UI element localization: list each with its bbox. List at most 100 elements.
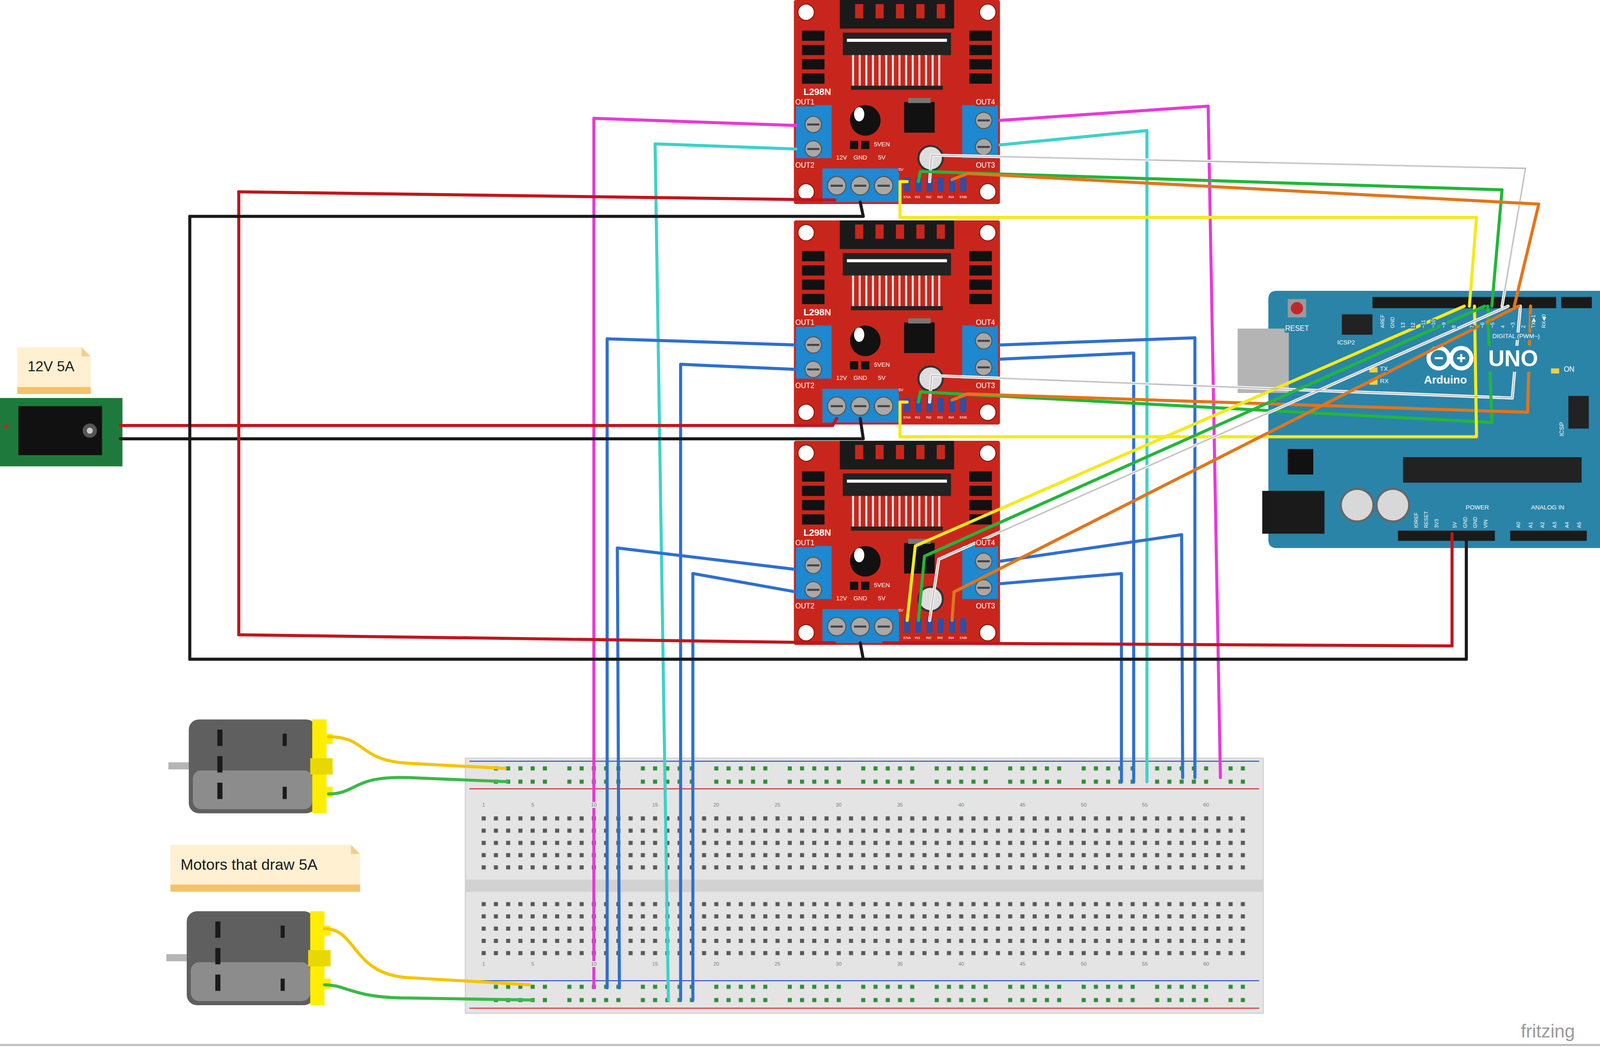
pin-label: ENB (959, 635, 968, 640)
column-number: 30 (835, 801, 842, 808)
wires (324, 928, 530, 985)
pin-label: 5V (877, 154, 886, 161)
note-fold (351, 844, 361, 854)
pin-label: 5V (898, 607, 905, 613)
arduino-uno (1510, 530, 1587, 541)
wires (238, 634, 835, 643)
board-name: L298N (803, 86, 832, 98)
column-number: 10 (590, 801, 597, 808)
column-number: 5 (530, 801, 535, 808)
wires (883, 533, 1452, 646)
pin-label: GND (1389, 316, 1396, 329)
arduino-uno (1287, 448, 1314, 475)
pin-label: OUT4 (975, 538, 996, 547)
wires (999, 130, 1147, 782)
pin-label: TX▶1 (1530, 314, 1537, 329)
power-jack (82, 423, 97, 438)
led-label: RX (1379, 377, 1390, 385)
pin-label: 12 (1410, 322, 1417, 329)
column-number: 45 (1018, 960, 1026, 967)
pin-label: IN4 (948, 635, 955, 640)
pin-label: IN2 (925, 635, 932, 640)
wires (918, 171, 1503, 306)
pin-label: 12V (835, 374, 848, 382)
arduino-uno (1450, 347, 1472, 369)
pin-label: ENB (959, 194, 968, 199)
pin-label: ~3 (1510, 321, 1516, 329)
pin-label: 13 (1400, 322, 1407, 329)
arduino-uno (1237, 328, 1289, 393)
wire-outline (929, 306, 1521, 403)
pin-label: A3 (1551, 521, 1558, 529)
wires (238, 191, 835, 200)
column-number: 1 (481, 801, 486, 808)
wires (999, 106, 1221, 778)
column-number: 5 (530, 960, 535, 967)
wires (929, 306, 1509, 621)
pin-label: 2 (1520, 324, 1527, 329)
wires (189, 642, 864, 660)
model-name: UNO (1487, 345, 1539, 372)
pin-label: AREF (1379, 313, 1386, 329)
column-number: 35 (896, 801, 904, 808)
wires (655, 144, 796, 1000)
pin-label: IN1 (914, 415, 921, 420)
breadboard (489, 980, 1249, 1007)
pin-label: OUT1 (795, 538, 815, 547)
note-paper (17, 347, 91, 394)
wires (120, 418, 837, 426)
arduino-uno (1262, 490, 1325, 534)
pin-label: OUT4 (975, 318, 996, 327)
arduino-uno (1341, 314, 1373, 335)
wires (999, 352, 1134, 782)
pin-label: ~5 (1489, 321, 1496, 329)
wires (999, 534, 1183, 778)
note-band (170, 884, 361, 892)
header-label: ANALOG IN (1530, 503, 1565, 511)
pin-label: 8 (1450, 324, 1457, 329)
board-name: L298N (803, 307, 832, 318)
pin-label: 5VEN (873, 581, 891, 589)
breadboard (465, 879, 1264, 892)
pin-label: OUT3 (975, 381, 996, 390)
pin-label: 12V (835, 154, 848, 161)
note-band (17, 386, 91, 394)
breadboard (465, 757, 1264, 1013)
wires (952, 173, 1540, 307)
pin-label: VIN (1482, 519, 1489, 529)
wires (593, 118, 796, 988)
pin-label: 5VEN (873, 361, 891, 368)
pin-label: OUT1 (795, 98, 815, 107)
header-label: POWER (1465, 503, 1490, 511)
wire-outline (929, 306, 1509, 621)
column-number: 25 (774, 960, 781, 967)
pin-label: ~11 (1420, 319, 1427, 329)
note-text: Motors that draw 5A (180, 855, 318, 874)
pin-label: 5V (1451, 521, 1458, 529)
power-jack (4, 424, 9, 429)
wires (692, 573, 796, 1000)
pin-label: IN3 (936, 415, 944, 420)
column-number: 20 (713, 801, 720, 808)
led-label: TX (1379, 365, 1389, 373)
dc-motor (168, 719, 333, 814)
header-label: ICSP2 (1336, 338, 1356, 346)
pin-label: GND (853, 594, 868, 602)
pin-label: ENA (903, 415, 912, 420)
led-label: ON (1563, 365, 1576, 374)
pin-label: GND (1472, 516, 1479, 529)
breadboard (465, 757, 1264, 1013)
note-fold (81, 347, 91, 357)
pin-label: GND (1462, 516, 1469, 529)
column-number: 35 (896, 960, 904, 967)
wires (952, 306, 1519, 621)
wires (929, 306, 1521, 403)
pin-label: IN1 (914, 635, 921, 640)
arduino-uno (1434, 357, 1443, 359)
note-box: Motors that draw 5A (170, 844, 361, 892)
pin-label: IN1 (914, 194, 921, 199)
column-number: 50 (1080, 960, 1087, 967)
arduino-uno (1397, 530, 1495, 541)
column-number: 10 (590, 960, 597, 967)
